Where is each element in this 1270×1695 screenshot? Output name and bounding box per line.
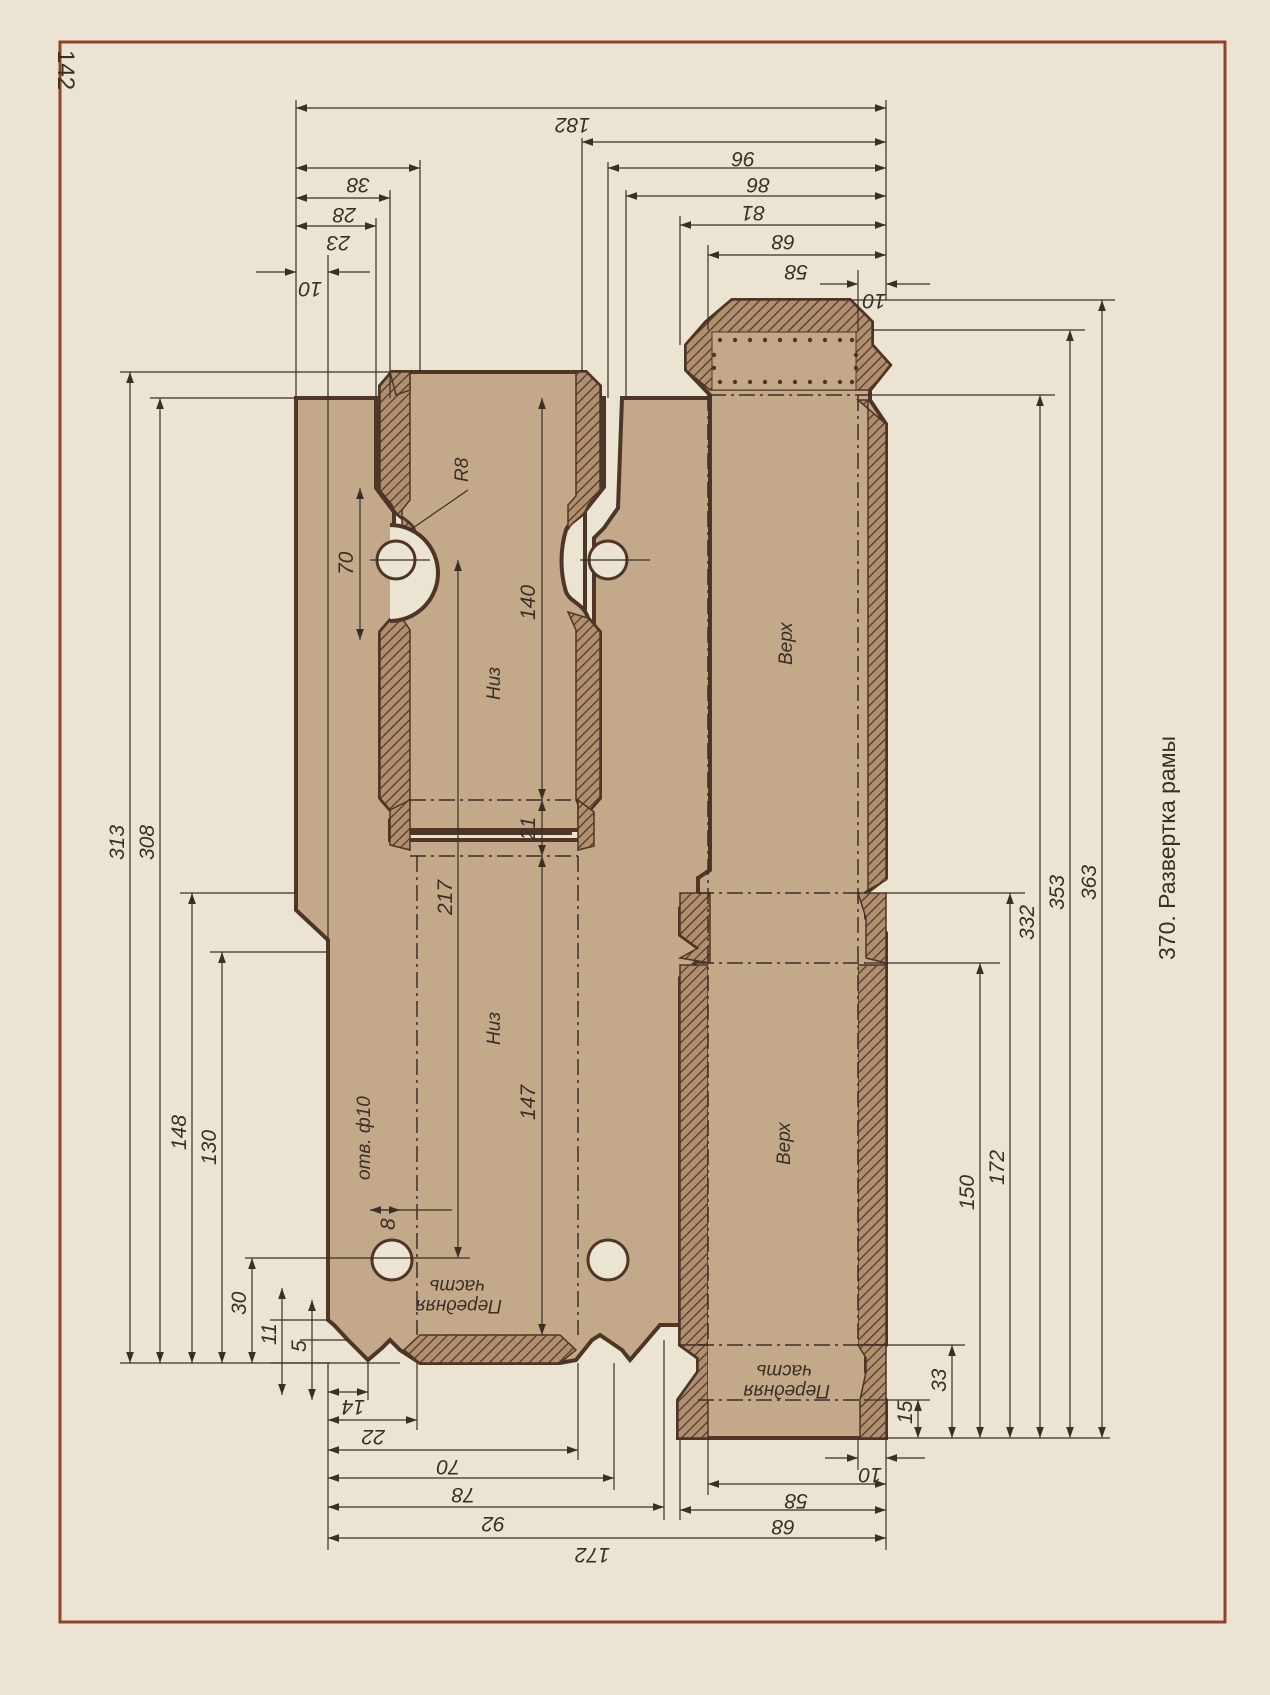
label-front-right-line1: Передняя <box>743 1380 830 1401</box>
dim-217: 217 <box>434 879 457 916</box>
dim-14: 14 <box>342 1395 365 1418</box>
hole-lower-left <box>370 1238 414 1282</box>
label-top-upper: Верх <box>776 621 797 665</box>
dims-slot: 70 R8 <box>335 457 650 640</box>
dim-58-top: 58 <box>784 260 808 283</box>
radius-note: R8 <box>452 457 473 482</box>
dim-363: 363 <box>1078 865 1101 900</box>
dim-23: 23 <box>326 231 351 254</box>
dim-86: 86 <box>746 173 770 196</box>
figure-caption: 370. Развертка рамы <box>1154 736 1180 960</box>
dims-bottom: 14 22 70 78 92 172 10 58 68 <box>327 1340 925 1566</box>
rivet-markers <box>711 337 859 385</box>
page-number: 142 <box>52 50 79 90</box>
dim-68-top: 68 <box>771 230 795 253</box>
dim-140: 140 <box>517 585 540 620</box>
dim-130: 130 <box>198 1130 221 1165</box>
dim-353: 353 <box>1046 875 1069 910</box>
dim-81: 81 <box>742 201 765 224</box>
label-front-left-line2: часть <box>429 1275 485 1296</box>
dim-5: 5 <box>288 1340 311 1352</box>
dims-right: 33 15 150 172 332 353 363 <box>850 299 1115 1439</box>
label-hole-note: отв. ф10 <box>354 1096 375 1180</box>
dim-147: 147 <box>517 1084 540 1120</box>
dim-150: 150 <box>956 1175 979 1210</box>
dim-172-right: 172 <box>986 1150 1009 1185</box>
dim-10-top-left: 10 <box>298 277 322 300</box>
page-frame <box>58 40 1227 1624</box>
label-front-left-line1: Передняя <box>415 1295 502 1316</box>
dim-332: 332 <box>1016 905 1039 940</box>
left-bottom-part <box>294 370 768 1365</box>
dim-38: 38 <box>346 173 370 196</box>
dim-21: 21 <box>517 817 540 841</box>
dim-182: 182 <box>555 113 590 136</box>
dim-58-bottom: 58 <box>784 1489 808 1512</box>
label-bottom-lower: Низ <box>484 1012 505 1045</box>
hole-lower-right <box>586 1238 630 1282</box>
dim-28: 28 <box>332 203 357 226</box>
dim-92: 92 <box>481 1512 505 1535</box>
dim-70-bottom: 70 <box>436 1455 460 1478</box>
dim-172-bottom: 172 <box>575 1543 610 1566</box>
dims-left: 313 308 148 130 30 11 5 <box>106 371 400 1400</box>
dim-96: 96 <box>731 147 755 170</box>
dim-78: 78 <box>451 1483 475 1506</box>
dim-8: 8 <box>377 1218 400 1230</box>
dim-70-slot: 70 <box>335 551 358 575</box>
hole-upper-left <box>375 523 441 623</box>
label-bottom-upper: Низ <box>484 667 505 700</box>
dim-68-bottom: 68 <box>771 1515 795 1538</box>
dim-148: 148 <box>168 1115 191 1150</box>
dim-308: 308 <box>136 825 159 860</box>
label-top-lower: Верх <box>774 1121 795 1165</box>
dim-30: 30 <box>228 1291 251 1315</box>
dim-33: 33 <box>928 1368 951 1392</box>
dim-15: 15 <box>894 1400 917 1424</box>
dim-22: 22 <box>361 1425 386 1448</box>
label-front-right-line2: часть <box>756 1360 812 1381</box>
dim-11: 11 <box>258 1323 281 1345</box>
dim-313: 313 <box>106 825 129 860</box>
dims-center: 140 21 147 217 8 <box>370 398 546 1335</box>
dim-10-bottom-right: 10 <box>858 1463 882 1486</box>
